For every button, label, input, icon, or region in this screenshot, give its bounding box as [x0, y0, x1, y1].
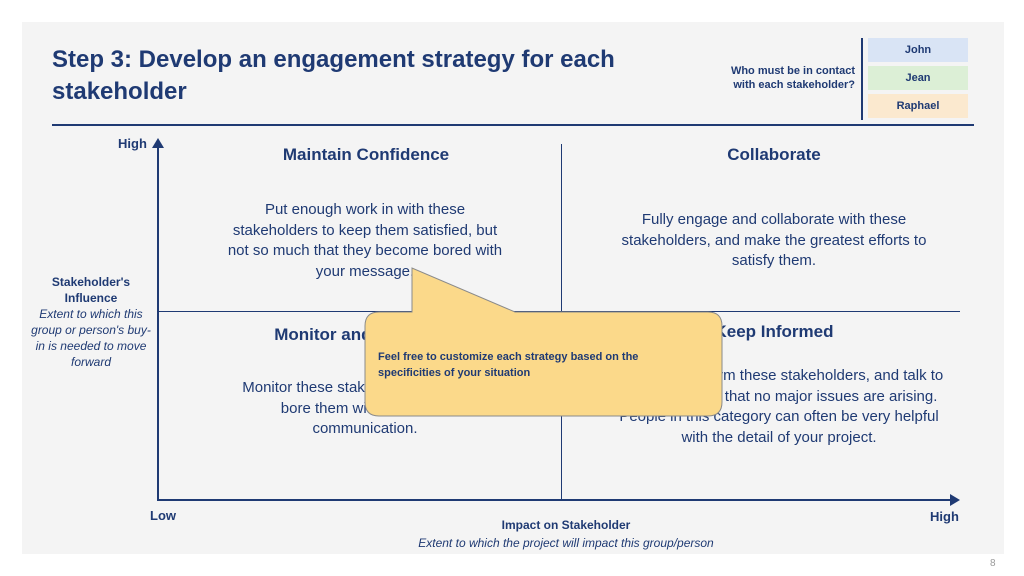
- y-axis-description: Extent to which this group or person's b…: [31, 307, 151, 369]
- x-axis-title: Impact on Stakeholder Extent to which th…: [380, 516, 752, 552]
- quadrant-top-right-title: Collaborate: [727, 145, 821, 164]
- quadrant-divider-vertical: [561, 144, 562, 500]
- x-axis-low-label: Low: [150, 508, 176, 523]
- contact-divider: [861, 38, 863, 120]
- x-axis: [157, 499, 950, 501]
- page-number: 8: [990, 558, 996, 569]
- y-axis-title-text: Stakeholder's Influence: [51, 275, 131, 305]
- quadrant-top-left-text: Put enough work in with these stakeholde…: [227, 201, 503, 280]
- y-axis-high-label: High: [118, 136, 147, 151]
- quadrant-bottom-left-text: Monitor these stakeholders, but don't bo…: [242, 379, 488, 437]
- quadrant-top-right-text: Fully engage and collaborate with these …: [621, 211, 927, 269]
- y-axis: [157, 146, 159, 500]
- contact-chip-raphael: Raphael: [868, 94, 968, 118]
- callout-text: Feel free to customize each strategy bas…: [378, 351, 639, 379]
- quadrant-divider-horizontal: [158, 311, 960, 312]
- x-axis-description: Extent to which the project will impact …: [418, 536, 714, 550]
- x-axis-high-label: High: [930, 509, 959, 524]
- page-title: Step 3: Develop an engagement strategy f…: [52, 46, 615, 105]
- y-axis-title: Stakeholder's Influence Extent to which …: [30, 274, 152, 370]
- x-axis-arrow-icon: [950, 494, 960, 506]
- quadrant-bottom-left-title: Monitor and Anticipate: [274, 325, 458, 344]
- contact-chip-jean: Jean: [868, 66, 968, 90]
- contact-question: Who must be in contact with each stakeho…: [730, 65, 855, 91]
- quadrant-bottom-right-title: Keep Informed: [714, 322, 834, 341]
- x-axis-title-text: Impact on Stakeholder: [501, 518, 631, 532]
- title-divider: [52, 124, 974, 126]
- y-axis-arrow-icon: [152, 138, 164, 148]
- contact-chip-john: John: [868, 38, 968, 62]
- quadrant-top-left-title: Maintain Confidence: [282, 145, 450, 164]
